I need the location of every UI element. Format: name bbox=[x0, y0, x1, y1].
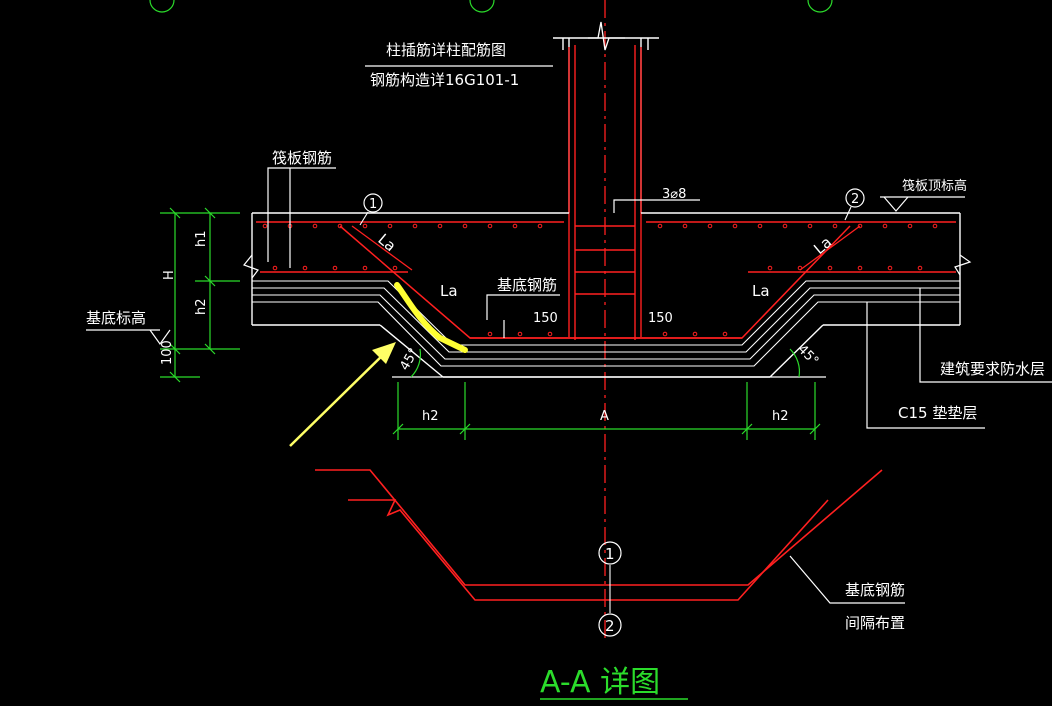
column-inserted-rebar bbox=[568, 45, 642, 340]
top-rebar-dots bbox=[262, 223, 938, 229]
angle-arc-right bbox=[789, 348, 801, 378]
base-elevation-symbol bbox=[86, 329, 171, 346]
dim-h1: h1 bbox=[194, 230, 209, 247]
column-break-symbol bbox=[588, 21, 625, 51]
dim-A: A bbox=[600, 409, 609, 424]
base-rebar-label-2: 基底钢筋 bbox=[845, 581, 905, 599]
lower-rebar-detail bbox=[315, 469, 883, 601]
cushion-label: C15 垫垫层 bbox=[898, 404, 977, 422]
marker-circles bbox=[363, 188, 865, 637]
base-elev-label: 基底标高 bbox=[86, 309, 146, 327]
column-note-2: 钢筋构造详16G101-1 bbox=[370, 71, 519, 89]
raft-top-elevation-symbol bbox=[880, 196, 965, 212]
vertical-dimensions bbox=[160, 207, 240, 383]
drawing-title: A-A 详图 bbox=[540, 665, 660, 700]
base-rebar-label: 基底钢筋 bbox=[497, 276, 557, 294]
raft-top-elev-label: 筏板顶标高 bbox=[902, 178, 967, 194]
marker-connector-1 bbox=[359, 211, 369, 226]
slab-break-right bbox=[954, 254, 972, 276]
waterproof-label: 建筑要求防水层 bbox=[940, 360, 1045, 378]
marker-2-label: 2 bbox=[851, 192, 859, 207]
leader-lines bbox=[267, 65, 1052, 604]
slab-break-left bbox=[243, 254, 259, 279]
la-label-2: La bbox=[440, 282, 458, 300]
dim-h2-right: h2 bbox=[772, 409, 789, 424]
marker-1b-label: 1 bbox=[605, 545, 615, 563]
angle-arc-left bbox=[410, 348, 422, 378]
stirrup-label: 3⌀8 bbox=[662, 187, 686, 202]
slope-rebar-right bbox=[799, 225, 861, 271]
dim-150-left: 150 bbox=[533, 311, 558, 326]
bottom-rebar-dots bbox=[272, 265, 923, 337]
bottom-rebar bbox=[260, 225, 956, 339]
dim-H: H bbox=[162, 270, 177, 280]
dim-h2: h2 bbox=[194, 298, 209, 315]
raft-rebar-label: 筏板钢筋 bbox=[272, 149, 332, 167]
marker-1-label: 1 bbox=[369, 197, 377, 212]
yellow-arrow bbox=[289, 342, 396, 447]
la-label-4: La bbox=[752, 282, 770, 300]
slope-rebar-left bbox=[351, 225, 413, 271]
column-note-1: 柱插筋详柱配筋图 bbox=[386, 41, 506, 59]
highlight-stroke bbox=[394, 282, 468, 353]
marker-connector-2 bbox=[844, 206, 852, 221]
dim-h2-left: h2 bbox=[422, 409, 439, 424]
waterproof-layers bbox=[252, 280, 960, 367]
horizontal-dimensions bbox=[392, 382, 821, 440]
top-grid-circles bbox=[149, 0, 833, 13]
dim-100: 100 bbox=[160, 340, 175, 365]
dim-150-right: 150 bbox=[648, 311, 673, 326]
spacing-label: 间隔布置 bbox=[845, 614, 905, 632]
marker-2b-label: 2 bbox=[605, 617, 615, 635]
